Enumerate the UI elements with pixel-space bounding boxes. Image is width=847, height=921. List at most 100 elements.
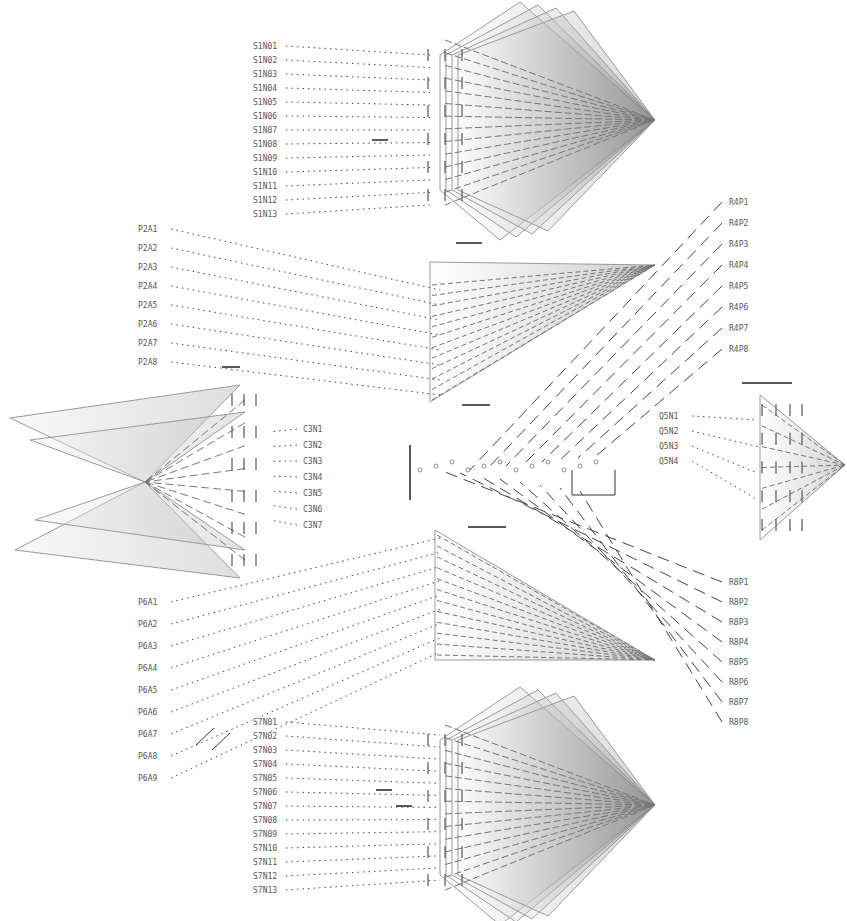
- port-label: R4P7: [728, 324, 749, 333]
- port-label: S7N10: [252, 844, 278, 853]
- ray-line: [145, 469, 245, 482]
- stop-bar: [376, 789, 392, 791]
- lens-mark: [461, 161, 462, 173]
- leader-line: [440, 470, 722, 582]
- port-label: C3N2: [302, 441, 323, 450]
- lens-mark: [761, 519, 762, 531]
- lens-mark: [427, 846, 428, 858]
- leader-line: [692, 446, 758, 473]
- lens-mark: [789, 433, 790, 445]
- ray-line: [762, 465, 845, 468]
- lens-mark: [461, 133, 462, 145]
- stop-bar: [462, 404, 490, 406]
- leader-line: [286, 88, 430, 93]
- leader-line: [286, 736, 440, 747]
- lens-mark: [427, 49, 428, 61]
- leader-line: [286, 116, 430, 118]
- stop-bar: [468, 526, 506, 528]
- port-label: S1N09: [252, 154, 278, 163]
- leader-line: [520, 482, 722, 662]
- leader-line: [470, 202, 722, 470]
- port-label: P6A9: [137, 774, 158, 783]
- leader-line: [171, 567, 440, 647]
- ray-line: [445, 120, 655, 154]
- lens-mark: [775, 433, 776, 445]
- beam-shape: [760, 395, 845, 540]
- lens-mark: [801, 490, 802, 502]
- lens-mark: [761, 462, 762, 474]
- focus-dot: [530, 464, 534, 468]
- lens-mark: [243, 426, 244, 438]
- ray-line: [445, 805, 655, 852]
- ray-line: [145, 482, 245, 560]
- ray-line: [445, 91, 655, 120]
- lens-mark: [761, 404, 762, 416]
- port-label: R4P6: [728, 303, 749, 312]
- ray-line: [437, 644, 655, 660]
- lens-mark: [231, 426, 232, 438]
- ray-line: [445, 805, 655, 890]
- leader-line: [286, 130, 430, 131]
- beam-shape: [446, 5, 655, 237]
- lens-mark: [243, 394, 244, 406]
- lens-mark: [444, 762, 445, 774]
- leader-line: [286, 764, 440, 771]
- leader-line: [480, 476, 722, 622]
- ray-line: [445, 738, 655, 805]
- focus-dot: [578, 464, 582, 468]
- port-label: P6A3: [137, 642, 158, 651]
- port-label: R4P3: [728, 240, 749, 249]
- lens-mark: [255, 458, 256, 470]
- ray-line: [432, 265, 655, 400]
- stop-bar: [396, 805, 412, 807]
- focus-dot: [546, 460, 550, 464]
- focus-dot: [482, 464, 486, 468]
- port-label: S1N07: [252, 126, 278, 135]
- lens-mark: [243, 490, 244, 502]
- port-label: S7N09: [252, 830, 278, 839]
- ray-line: [445, 53, 655, 120]
- lens-mark: [444, 734, 445, 746]
- port-label: P2A2: [137, 244, 158, 253]
- lens-mark: [243, 458, 244, 470]
- ray-line: [437, 579, 655, 660]
- port-label: C3N6: [302, 505, 323, 514]
- leader-line: [286, 880, 440, 890]
- ray-line: [437, 633, 655, 660]
- stop-bar: [212, 733, 230, 750]
- lens-mark: [231, 490, 232, 502]
- lens-mark: [801, 404, 802, 416]
- leader-line: [171, 305, 440, 350]
- stop-bar: [456, 242, 482, 244]
- ray-line: [445, 763, 655, 805]
- ray-line: [145, 482, 245, 537]
- port-label: S1N10: [252, 168, 278, 177]
- port-label: P2A4: [137, 282, 158, 291]
- ray-line: [437, 546, 655, 660]
- port-label: P6A6: [137, 708, 158, 717]
- ray-line: [145, 400, 245, 482]
- leader-line: [500, 479, 722, 642]
- ray-line: [445, 725, 655, 805]
- ray-line: [762, 426, 845, 465]
- beam-shape: [440, 687, 655, 921]
- port-label: S7N05: [252, 774, 278, 783]
- port-label: P6A5: [137, 686, 158, 695]
- ray-line: [445, 116, 655, 120]
- port-label: Q5N2: [658, 427, 679, 436]
- ray-line: [445, 120, 655, 180]
- leader-line: [286, 819, 440, 820]
- port-label: S7N07: [252, 802, 278, 811]
- lens-mark: [444, 846, 445, 858]
- port-label: S1N06: [252, 112, 278, 121]
- ray-line: [445, 750, 655, 805]
- focus-dot: [498, 460, 502, 464]
- lens-mark: [775, 462, 776, 474]
- port-label: S7N04: [252, 760, 278, 769]
- port-label: S7N13: [252, 886, 278, 895]
- port-label: S7N08: [252, 816, 278, 825]
- lens-mark: [775, 404, 776, 416]
- lens-mark: [761, 433, 762, 445]
- ray-line: [445, 103, 655, 120]
- ray-line: [762, 447, 845, 465]
